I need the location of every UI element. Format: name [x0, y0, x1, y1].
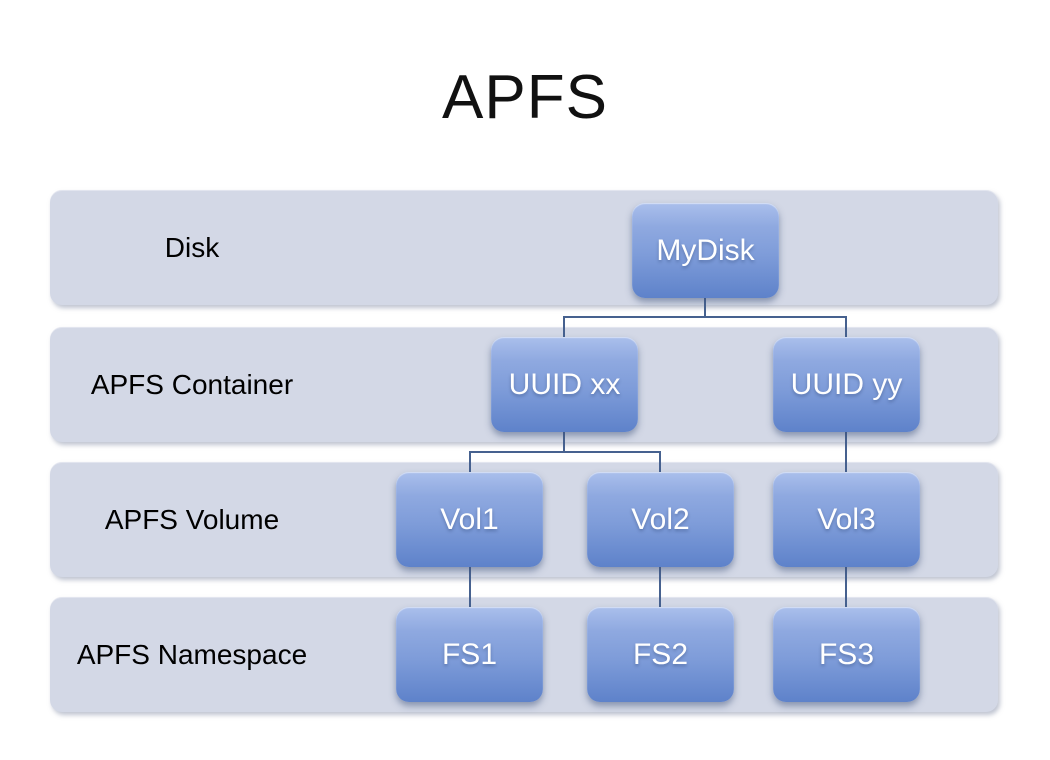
node-vol3: Vol3 — [773, 472, 920, 567]
page-title: APFS — [442, 63, 608, 132]
node-vol2: Vol2 — [587, 472, 734, 567]
node-uuid-xx: UUID xx — [491, 337, 638, 432]
node-vol1: Vol1 — [396, 472, 543, 567]
row-label-apfs-namespace: APFS Namespace — [76, 638, 308, 670]
row-label-disk: Disk — [164, 231, 220, 263]
node-uuid-yy: UUID yy — [773, 337, 920, 432]
node-mydisk: MyDisk — [632, 203, 779, 298]
edge-mydisk-to-uuidxx-uuidyy — [563, 316, 847, 338]
row-label-apfs-volume: APFS Volume — [104, 503, 280, 535]
node-fs2: FS2 — [587, 607, 734, 702]
node-fs3: FS3 — [773, 607, 920, 702]
node-fs1: FS1 — [396, 607, 543, 702]
row-label-apfs-container: APFS Container — [90, 368, 294, 400]
edge-uuidxx-to-vol1-vol2 — [469, 451, 661, 473]
row-band-disk: Disk — [50, 190, 998, 305]
